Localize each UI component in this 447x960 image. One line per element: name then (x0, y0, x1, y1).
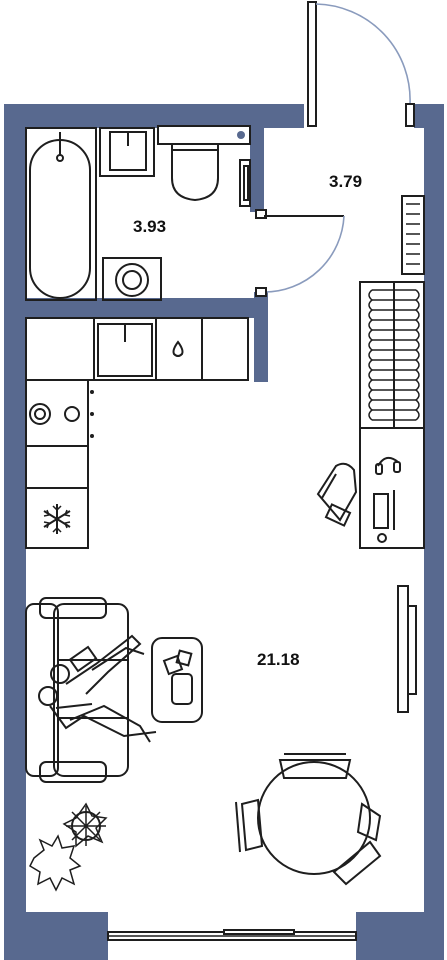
desk (359, 427, 425, 549)
tv-icon (397, 585, 417, 713)
entrance-door[interactable] (307, 1, 415, 127)
sink-icon (99, 127, 155, 177)
window (107, 929, 357, 941)
stove-icon (29, 403, 80, 425)
water-drop-icon (172, 340, 184, 357)
kitchen-sink-icon (97, 323, 153, 377)
laptop-icon (373, 490, 395, 530)
plant-icon (62, 802, 108, 848)
toilet-icon (157, 125, 251, 202)
living-room-area-label: 21.18 (257, 650, 300, 669)
headphones-icon (375, 456, 401, 475)
washing-machine-icon (102, 257, 162, 301)
bathroom-area-label: 3.93 (133, 217, 166, 236)
bathtub-icon (25, 127, 97, 301)
office-chair-icon (316, 462, 358, 527)
fridge-snowflake-icon (43, 504, 71, 534)
radiator-icon (401, 195, 425, 275)
walls (4, 104, 444, 960)
coffee-table-icon (151, 637, 203, 723)
rug-icon (29, 834, 82, 892)
bathroom-door[interactable] (255, 209, 345, 297)
people-on-sofa-icon (38, 634, 157, 743)
kitchen-counter (25, 317, 249, 549)
wardrobe-icon (359, 281, 425, 429)
hallway-area-label: 3.79 (329, 172, 362, 191)
towel-rail-icon (239, 159, 251, 207)
dining-table-icon (235, 753, 382, 886)
